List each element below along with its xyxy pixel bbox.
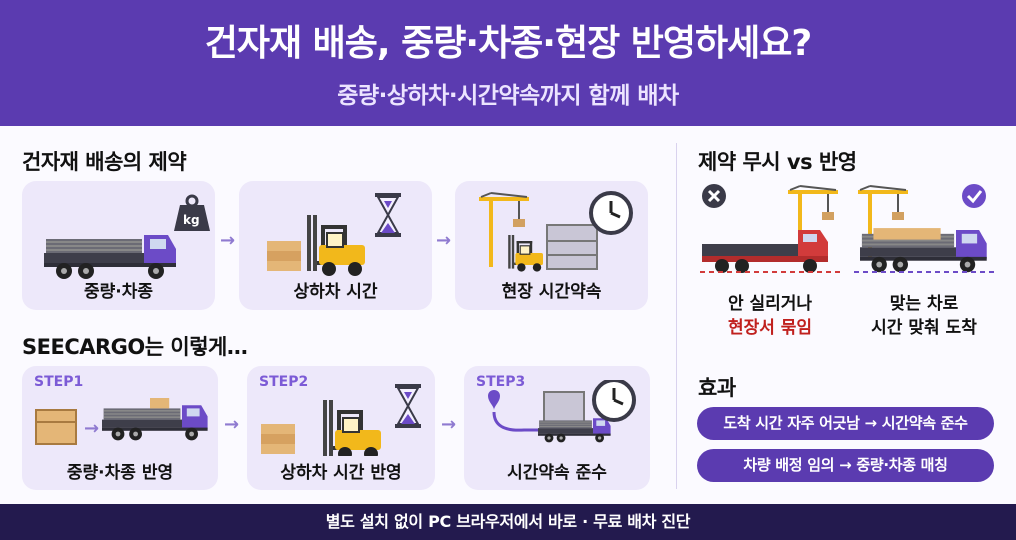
solution-title: SEECARGO는 이렇게… [22, 335, 248, 359]
step-card-2: STEP2 상하차 시간 반영 [247, 366, 435, 490]
constraint-card-site: 현장 시간약속 [455, 181, 648, 310]
step-number: STEP2 [259, 374, 309, 390]
good-outcome-line2: 시간 맞춰 도착 [871, 318, 977, 338]
effect-pill-matching: 차량 배정 임의 → 중량·차종 매칭 [697, 449, 994, 482]
constraints-title: 건자재 배송의 제약 [22, 150, 187, 174]
step-label-1: 중량·차종 반영 [66, 463, 174, 483]
arrow-icon: → [441, 414, 457, 435]
step-card-3: STEP3 시간약속 준수 [464, 366, 650, 490]
good-truck-illustration [854, 184, 994, 274]
forklift-hourglass-icon [267, 192, 402, 277]
bad-outcome-label: 안 실리거나 현장서 묶임 [700, 292, 840, 340]
step-number: STEP3 [476, 374, 526, 390]
effect-pill-time: 도착 시간 자주 어긋남 → 시간약속 준수 [697, 407, 994, 440]
step-label-3: 시간약속 준수 [507, 463, 607, 483]
arrow-icon: → [224, 414, 240, 435]
compare-title: 제약 무시 vs 반영 [698, 150, 857, 174]
svg-text:→: → [84, 418, 99, 439]
section-divider [676, 143, 677, 489]
arrow-icon: → [436, 230, 452, 251]
construction-site-clock-icon [478, 191, 633, 273]
bad-outcome-line1: 안 실리거나 [727, 294, 813, 314]
header-banner: 건자재 배송, 중량·차종·현장 반영하세요? 중량·상하차·시간약속까지 함께… [0, 0, 1016, 126]
forklift-hourglass-icon [261, 384, 421, 456]
constraint-label-weight: 중량·차종 [83, 282, 154, 302]
bad-outcome-line2: 현장서 묶임 [727, 318, 813, 338]
good-outcome-label: 맞는 차로 시간 맞춰 도착 [854, 292, 994, 340]
box-to-truck-icon: → [35, 398, 209, 445]
constraint-label-loading: 상하차 시간 [293, 282, 378, 302]
constraint-card-weight: kg 중량·차종 [22, 181, 215, 310]
page-title: 건자재 배송, 중량·차종·현장 반영하세요? [204, 23, 812, 64]
step-card-1: STEP1 → 중량·차종 반영 [22, 366, 218, 490]
footer-banner: 별도 설치 없이 PC 브라우저에서 바로 · 무료 배차 진단 [0, 504, 1016, 540]
step-number: STEP1 [34, 374, 84, 390]
route-site-clock-icon [488, 380, 636, 443]
step-label-2: 상하차 시간 반영 [280, 463, 402, 483]
constraint-label-site: 현장 시간약속 [501, 282, 602, 302]
constraint-card-loading: 상하차 시간 [239, 181, 432, 310]
weight-badge: kg [183, 213, 200, 227]
truck-with-weight-icon: kg [43, 194, 210, 280]
effects-title: 효과 [698, 376, 736, 400]
good-outcome-line1: 맞는 차로 [889, 294, 959, 314]
arrow-icon: → [220, 230, 236, 251]
bad-truck-illustration [700, 184, 840, 273]
page-subtitle: 중량·상하차·시간약속까지 함께 배차 [337, 83, 679, 109]
